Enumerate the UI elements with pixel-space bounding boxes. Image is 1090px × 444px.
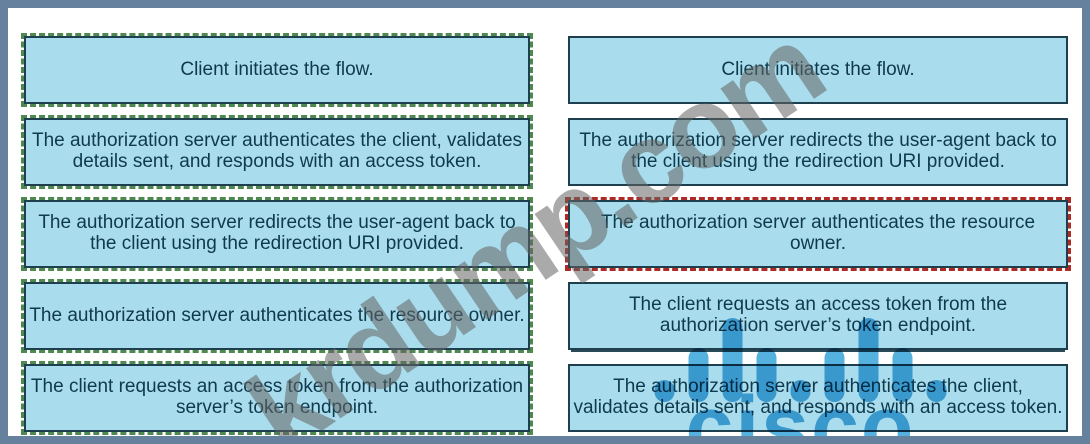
answer-slot-4[interactable]: The client requests an access token from…	[565, 279, 1071, 353]
answer-slot-text: The authorization server authenticates t…	[568, 364, 1068, 432]
answer-slot-text: The authorization server authenticates t…	[568, 200, 1068, 268]
drag-item-1[interactable]: Client initiates the flow.	[21, 33, 533, 107]
drag-item-2[interactable]: The authorization server authenticates t…	[21, 115, 533, 189]
answer-slot-2[interactable]: The authorization server redirects the u…	[565, 115, 1071, 189]
answer-slot-text: The authorization server redirects the u…	[568, 118, 1068, 186]
drag-item-text: The authorization server authenticates t…	[24, 118, 530, 186]
drag-item-text: The client requests an access token from…	[24, 364, 530, 432]
drag-item-5[interactable]: The client requests an access token from…	[21, 361, 533, 435]
drag-item-text: Client initiates the flow.	[24, 36, 530, 104]
drag-item-3[interactable]: The authorization server redirects the u…	[21, 197, 533, 271]
answer-slot-5[interactable]: The authorization server authenticates t…	[565, 361, 1071, 435]
source-column: Client initiates the flow. The authoriza…	[21, 33, 533, 435]
drag-drop-area: Client initiates the flow. The authoriza…	[21, 33, 1071, 435]
answer-slot-text: Client initiates the flow.	[568, 36, 1068, 104]
answer-slot-1[interactable]: Client initiates the flow.	[565, 33, 1071, 107]
answer-column: Client initiates the flow. The authoriza…	[565, 33, 1071, 435]
answer-slot-text: The client requests an access token from…	[568, 282, 1068, 350]
answer-slot-3[interactable]: The authorization server authenticates t…	[565, 197, 1071, 271]
drag-item-4[interactable]: The authorization server authenticates t…	[21, 279, 533, 353]
drag-item-text: The authorization server authenticates t…	[24, 282, 530, 350]
drag-item-text: The authorization server redirects the u…	[24, 200, 530, 268]
